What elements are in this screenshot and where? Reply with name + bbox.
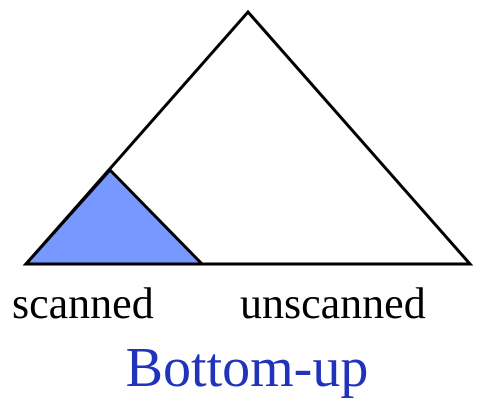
scanned-label: scanned bbox=[12, 279, 154, 328]
unscanned-label: unscanned bbox=[240, 279, 426, 328]
diagram-title: Bottom-up bbox=[125, 337, 369, 399]
